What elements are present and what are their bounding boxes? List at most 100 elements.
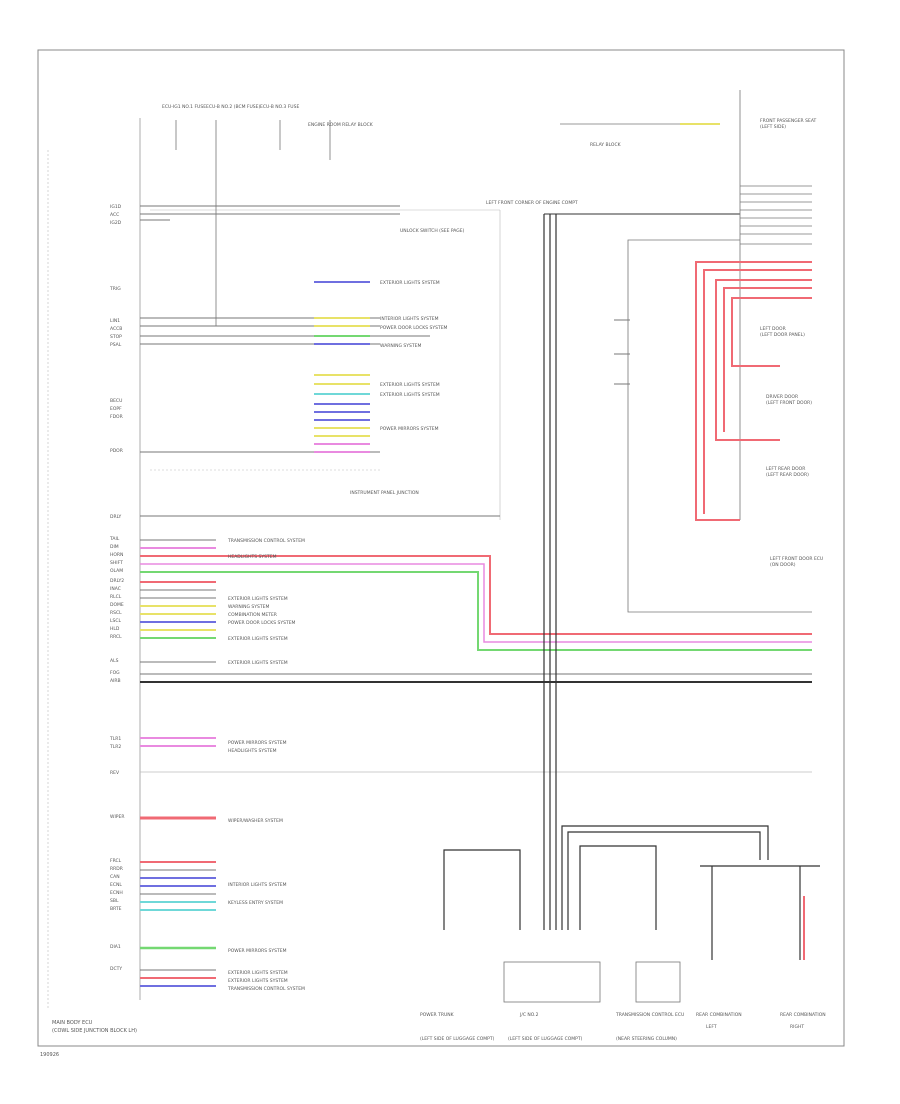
top-right-connector <box>560 90 812 520</box>
pin-label: RRCL <box>110 634 122 640</box>
pin-label: RSCL <box>110 610 122 616</box>
right-comp-3-name: DRIVER DOOR <box>766 394 798 400</box>
bottom-harness <box>443 825 820 960</box>
bottom-comp-5-sub: RIGHT <box>790 1024 804 1030</box>
fuse2-label: ECU-B NO.2 (BCM FUSE) <box>206 104 261 110</box>
pin-label: HORN <box>110 552 123 558</box>
pin-label: DRLY <box>110 514 122 520</box>
circuit-label-23: EXTERIOR LIGHTS SYSTEM <box>228 978 288 984</box>
pin-label: ECNL <box>110 882 122 888</box>
pin-label: RRDR <box>110 866 123 872</box>
pin-label: TRIG <box>109 286 121 292</box>
circuit-label-12: COMBINATION METER <box>228 612 277 618</box>
diagram-frame <box>37 49 845 1047</box>
pin-label: TLR2 <box>109 744 121 750</box>
circuit-label-15: EXTERIOR LIGHTS SYSTEM <box>228 660 288 666</box>
pin-label: AIRB <box>110 678 121 684</box>
pin-label: DOME <box>110 602 124 608</box>
circuit-label-4: WARNING SYSTEM <box>380 343 421 349</box>
pin-label: FDOR <box>110 414 123 420</box>
lower-harness-wires <box>140 515 812 987</box>
pin-label: FRCL <box>110 858 122 864</box>
pin-label: SHIFT <box>110 560 123 566</box>
pin-label: TAIL <box>109 536 120 542</box>
fuse1-label: ECU-IG1 NO.1 FUSE <box>162 104 206 110</box>
right-comp-3-sub: (LEFT FRONT DOOR) <box>766 400 812 406</box>
right-comp-4-name: LEFT REAR DOOR <box>766 466 805 472</box>
bottom-comp-5-name: REAR COMBINATION <box>780 1012 826 1018</box>
bottom-comp-2-sub: (LEFT SIDE OF LUGGAGE COMPT) <box>508 1036 583 1042</box>
pin-label: DIM <box>110 544 119 550</box>
circuit-label-24: TRANSMISSION CONTROL SYSTEM <box>227 986 305 992</box>
upper-colored-stubs <box>314 281 370 453</box>
circuit-label-9: HEADLIGHTS SYSTEM <box>228 554 277 560</box>
bottom-comp-1-sub: (LEFT SIDE OF LUGGAGE COMPT) <box>420 1036 495 1042</box>
right-comp-5-sub: (ON DOOR) <box>770 562 796 568</box>
pin-label: LSCL <box>110 618 122 624</box>
ground-label: ENGINE ROOM RELAY BLOCK <box>308 122 374 128</box>
circuit-label-7: POWER MIRRORS SYSTEM <box>380 426 439 432</box>
circuit-label-20: KEYLESS ENTRY SYSTEM <box>228 900 283 906</box>
circuit-label-17: HEADLIGHTS SYSTEM <box>228 748 277 754</box>
fuse3-label: ECU-B NO.3 FUSE <box>260 104 299 110</box>
pin-label: RLCL <box>110 594 122 600</box>
circuit-label-14: EXTERIOR LIGHTS SYSTEM <box>228 636 288 642</box>
circuit-label-18: WIPER/WASHER SYSTEM <box>228 818 283 824</box>
pin-label: ACC <box>110 212 119 218</box>
vertical-trunk <box>543 214 557 930</box>
pin-label: ACCB <box>110 326 122 332</box>
bottom-comp-4-sub: LEFT <box>706 1024 717 1030</box>
circuit-label-19: INTERIOR LIGHTS SYSTEM <box>228 882 287 888</box>
bottom-comp-2-name: J/C NO.2 <box>519 1012 539 1018</box>
connector-part: (COWL SIDE JUNCTION BLOCK LH) <box>52 1028 137 1034</box>
pin-label: ALS <box>110 658 119 664</box>
circuit-label-2: INTERIOR LIGHTS SYSTEM <box>380 316 439 322</box>
pin-label: BECU <box>110 398 122 404</box>
pin-label: REV <box>110 770 120 776</box>
right-comp-1-sub: (LEFT SIDE) <box>760 124 786 130</box>
pin-label: IG2D <box>110 220 122 226</box>
pin-label: EOPF <box>110 406 122 412</box>
pin-label: TLR1 <box>109 736 121 742</box>
circuit-label-10: EXTERIOR LIGHTS SYSTEM <box>228 596 288 602</box>
circuit-label-8: TRANSMISSION CONTROL SYSTEM <box>227 538 305 544</box>
jc-no2-box <box>503 961 601 1003</box>
circuit-label-1: EXTERIOR LIGHTS SYSTEM <box>380 280 440 286</box>
right-comp-1-name: FRONT PASSENGER SEAT <box>760 118 817 124</box>
pin-label: BRTE <box>110 906 122 912</box>
circuit-label-21: POWER MIRRORS SYSTEM <box>228 948 287 954</box>
pin-label: DCTY <box>110 966 122 972</box>
pin-label: PSAL <box>110 342 122 348</box>
pin-label: OLAM <box>110 568 123 574</box>
corner-code: 190926 <box>40 1052 59 1058</box>
right-gray-loop <box>627 239 812 613</box>
right-comp-2-sub: (LEFT DOOR PANEL) <box>760 332 805 338</box>
pin-label: DRLY2 <box>110 578 124 584</box>
right-comp-2-name: LEFT DOOR <box>760 326 786 332</box>
tcu-box <box>635 961 681 1003</box>
connector-name: MAIN BODY ECU <box>52 1020 93 1026</box>
right-comp-5-name: LEFT FRONT DOOR ECU <box>770 556 823 562</box>
pin-label: LIN1 <box>110 318 120 324</box>
junction-mid-label: INSTRUMENT PANEL JUNCTION <box>350 490 419 496</box>
pin-label: IG1D <box>110 204 122 210</box>
pin-label: SBL <box>110 898 119 904</box>
right-red-loop <box>695 261 812 521</box>
circuit-label-13: POWER DOOR LOCKS SYSTEM <box>228 620 296 626</box>
circuit-label-5: EXTERIOR LIGHTS SYSTEM <box>380 382 440 388</box>
pin-label: HLD <box>110 626 120 632</box>
right-connector-ticks <box>614 319 630 385</box>
bottom-comp-4-name: REAR COMBINATION <box>696 1012 742 1018</box>
pin-label: DIA1 <box>110 944 121 950</box>
circuit-label-22: EXTERIOR LIGHTS SYSTEM <box>228 970 288 976</box>
circuit-label-6: EXTERIOR LIGHTS SYSTEM <box>380 392 440 398</box>
pin-label: PDOR <box>110 448 123 454</box>
pin-label: STOP <box>110 334 122 340</box>
circuit-label-11: WARNING SYSTEM <box>228 604 269 610</box>
bottom-comp-1-name: POWER TRUNK <box>420 1012 455 1018</box>
pin-label: ECNH <box>110 890 123 896</box>
bottom-comp-3-sub: (NEAR STEERING COLUMN) <box>616 1036 677 1042</box>
